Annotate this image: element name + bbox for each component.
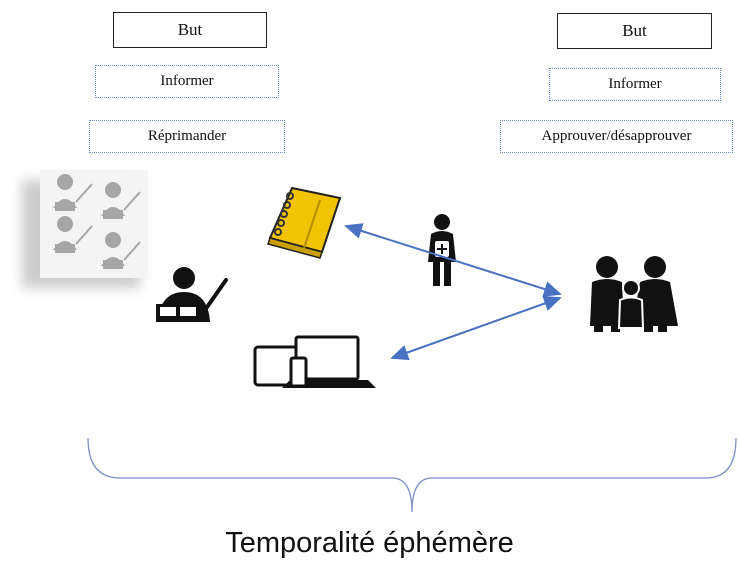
arrow-notebook-family — [344, 223, 562, 297]
family-icon — [590, 256, 678, 332]
digital-devices-icon — [253, 335, 376, 388]
caption-temporalite: Temporalité éphémère — [225, 527, 514, 559]
left-goal-box: But — [113, 12, 267, 48]
right-purpose-informer: Informer — [549, 68, 721, 101]
left-purpose-reprimander: Réprimander — [89, 120, 285, 153]
student-backpack-icon — [428, 214, 456, 286]
time-span-brace — [87, 437, 737, 513]
right-purpose-approve: Approuver/désapprouver — [500, 120, 733, 153]
left-purpose-informer: Informer — [95, 65, 279, 98]
arrow-devices-family — [390, 295, 562, 361]
teacher-at-board-icon — [156, 267, 228, 322]
teacher-group-icon — [22, 170, 148, 288]
notebook-icon — [267, 186, 342, 259]
right-goal-box: But — [557, 13, 712, 49]
